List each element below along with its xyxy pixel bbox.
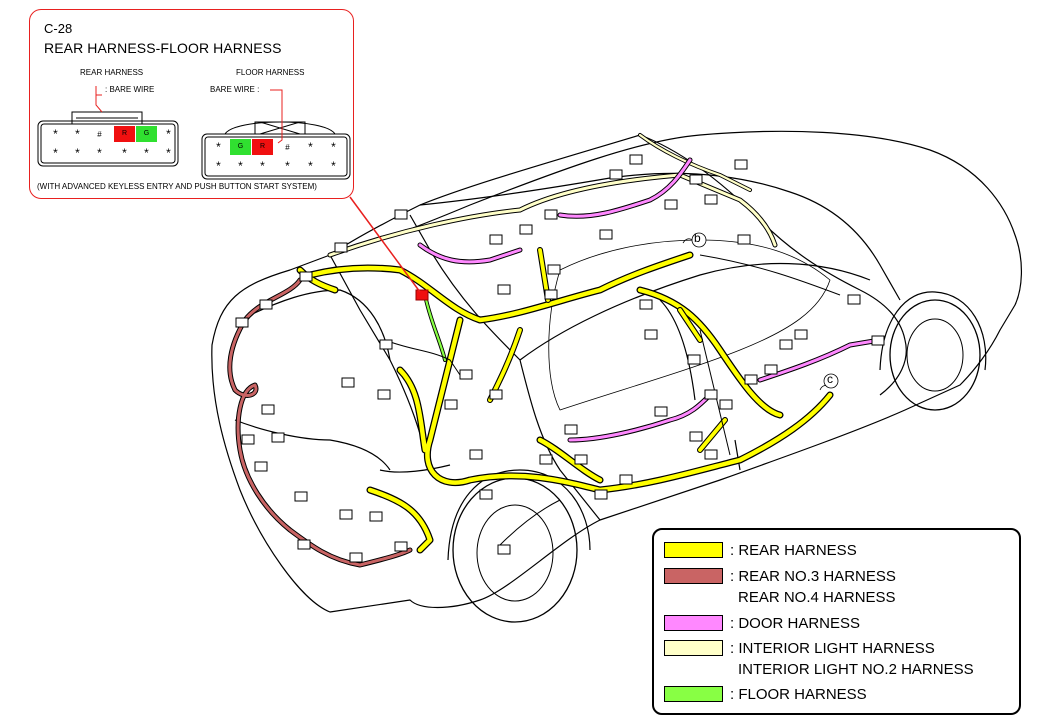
left-pin-2: * — [75, 127, 80, 141]
left-pin-1: * — [53, 127, 58, 141]
marker-c-label: c — [827, 372, 833, 386]
left-bare-wire-label: : BARE WIRE — [105, 85, 155, 94]
marker-b-pointer — [682, 238, 693, 244]
right-pin-5: * — [308, 140, 313, 154]
connector-note: (WITH ADVANCED KEYLESS ENTRY AND PUSH BU… — [37, 182, 317, 191]
rear-no3-harness — [227, 277, 413, 568]
connector-callout: C-28 REAR HARNESS-FLOOR HARNESS REAR HAR… — [29, 9, 354, 199]
legend-swatch-rear-no3 — [664, 568, 723, 584]
legend-label-rear-no3: : REAR NO.3 HARNESS — [730, 568, 896, 585]
left-pin-11: * — [144, 146, 149, 160]
connector-title: REAR HARNESS-FLOOR HARNESS — [44, 40, 282, 56]
harness-legend: : REAR HARNESS : REAR NO.3 HARNESS REAR … — [652, 528, 1021, 715]
marker-b-label: b — [694, 231, 701, 245]
left-pin-6: * — [166, 127, 171, 141]
left-connector-body — [37, 86, 179, 167]
right-pin-4: # — [285, 143, 290, 152]
car-body — [211, 130, 1023, 623]
connectors — [235, 154, 885, 563]
legend-label-rear: : REAR HARNESS — [730, 542, 857, 559]
right-pin-8: * — [238, 159, 243, 173]
floor-harness — [423, 293, 447, 362]
right-pin-9: * — [260, 159, 265, 173]
connector-pin-diagram — [37, 86, 351, 180]
floor-harness-connector-label: FLOOR HARNESS — [236, 68, 305, 77]
right-pin-1: * — [216, 140, 221, 154]
right-connector-body — [201, 89, 351, 180]
right-pin-6: * — [331, 140, 336, 154]
legend-label-rear-no4: REAR NO.4 HARNESS — [738, 589, 896, 606]
right-pin-12: * — [331, 159, 336, 173]
left-pin-12: * — [166, 146, 171, 160]
right-bare-wire-label: BARE WIRE : — [210, 85, 260, 94]
rear-harness — [296, 247, 834, 554]
marker-b-circle — [691, 232, 707, 248]
legend-swatch-interior-light — [664, 640, 723, 656]
legend-label-interior-light-no2: INTERIOR LIGHT NO.2 HARNESS — [738, 661, 974, 678]
right-pin-10: * — [285, 159, 290, 173]
legend-swatch-rear — [664, 542, 723, 558]
c28-connector-highlight — [415, 289, 429, 301]
connector-code: C-28 — [44, 21, 73, 36]
door-harness — [417, 157, 883, 443]
legend-label-floor: : FLOOR HARNESS — [730, 686, 867, 703]
left-pin-5-green: G — [136, 126, 157, 142]
right-pin-3-red: R — [252, 139, 273, 155]
callout-leader-line — [349, 196, 421, 293]
right-pin-2-green: G — [230, 139, 251, 155]
left-pin-3: # — [97, 130, 102, 139]
legend-swatch-floor — [664, 686, 723, 702]
left-pin-7: * — [53, 146, 58, 160]
right-pin-11: * — [308, 159, 313, 173]
left-pin-10: * — [122, 146, 127, 160]
left-pin-4-red: R — [114, 126, 135, 142]
legend-swatch-door — [664, 615, 723, 631]
legend-label-interior-light: : INTERIOR LIGHT HARNESS — [730, 640, 935, 657]
interior-light-harness — [327, 133, 778, 258]
rear-harness-connector-label: REAR HARNESS — [80, 68, 144, 77]
marker-c-circle — [823, 373, 839, 389]
left-pin-9: * — [97, 146, 102, 160]
right-pin-7: * — [216, 159, 221, 173]
legend-label-door: : DOOR HARNESS — [730, 615, 861, 632]
left-pin-8: * — [75, 146, 80, 160]
